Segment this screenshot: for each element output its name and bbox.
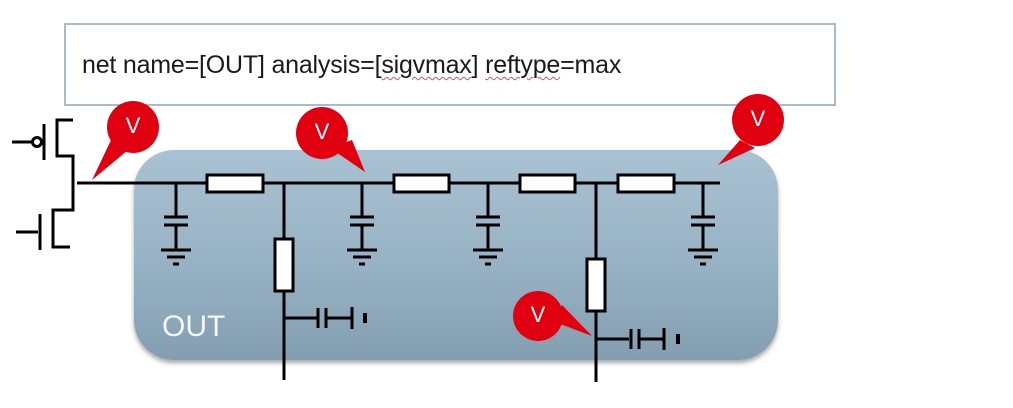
- resistor: [392, 173, 451, 194]
- coupling-capacitor: [316, 307, 367, 329]
- probe-label: V: [125, 113, 141, 138]
- reftype-key: reftype: [485, 51, 561, 79]
- command-prefix: net name=[OUT] analysis=[: [82, 51, 382, 79]
- resistor: [616, 173, 676, 194]
- net-label: OUT: [162, 310, 226, 343]
- resistor: [273, 237, 295, 293]
- resistor: [518, 173, 577, 194]
- ground-capacitor: [347, 183, 377, 266]
- ground-capacitor: [688, 183, 718, 266]
- voltage-probe-mid-node: [296, 107, 365, 172]
- voltage-probe-far-end: [718, 94, 784, 165]
- probe-label: V: [530, 302, 546, 327]
- command-text: net name=[OUT] analysis=[sigvmax] reftyp…: [82, 51, 621, 80]
- coupling-capacitor: [629, 328, 680, 350]
- pmos-transistor: [12, 118, 75, 182]
- voltage-probe-driver-output: [92, 101, 159, 180]
- voltage-probe-branch-load: [513, 291, 592, 341]
- analysis-value: sigvmax: [381, 51, 472, 79]
- probe-label: V: [314, 119, 330, 144]
- probe-label: V: [750, 106, 766, 131]
- command-box: net name=[OUT] analysis=[sigvmax] reftyp…: [64, 23, 836, 106]
- nmos-transistor: [16, 182, 75, 250]
- reftype-value: =max: [560, 51, 622, 79]
- resistor: [585, 257, 607, 313]
- command-middle: ]: [471, 51, 486, 79]
- resistor: [205, 173, 265, 194]
- ground-capacitor: [473, 183, 503, 266]
- ground-capacitor: [161, 183, 191, 266]
